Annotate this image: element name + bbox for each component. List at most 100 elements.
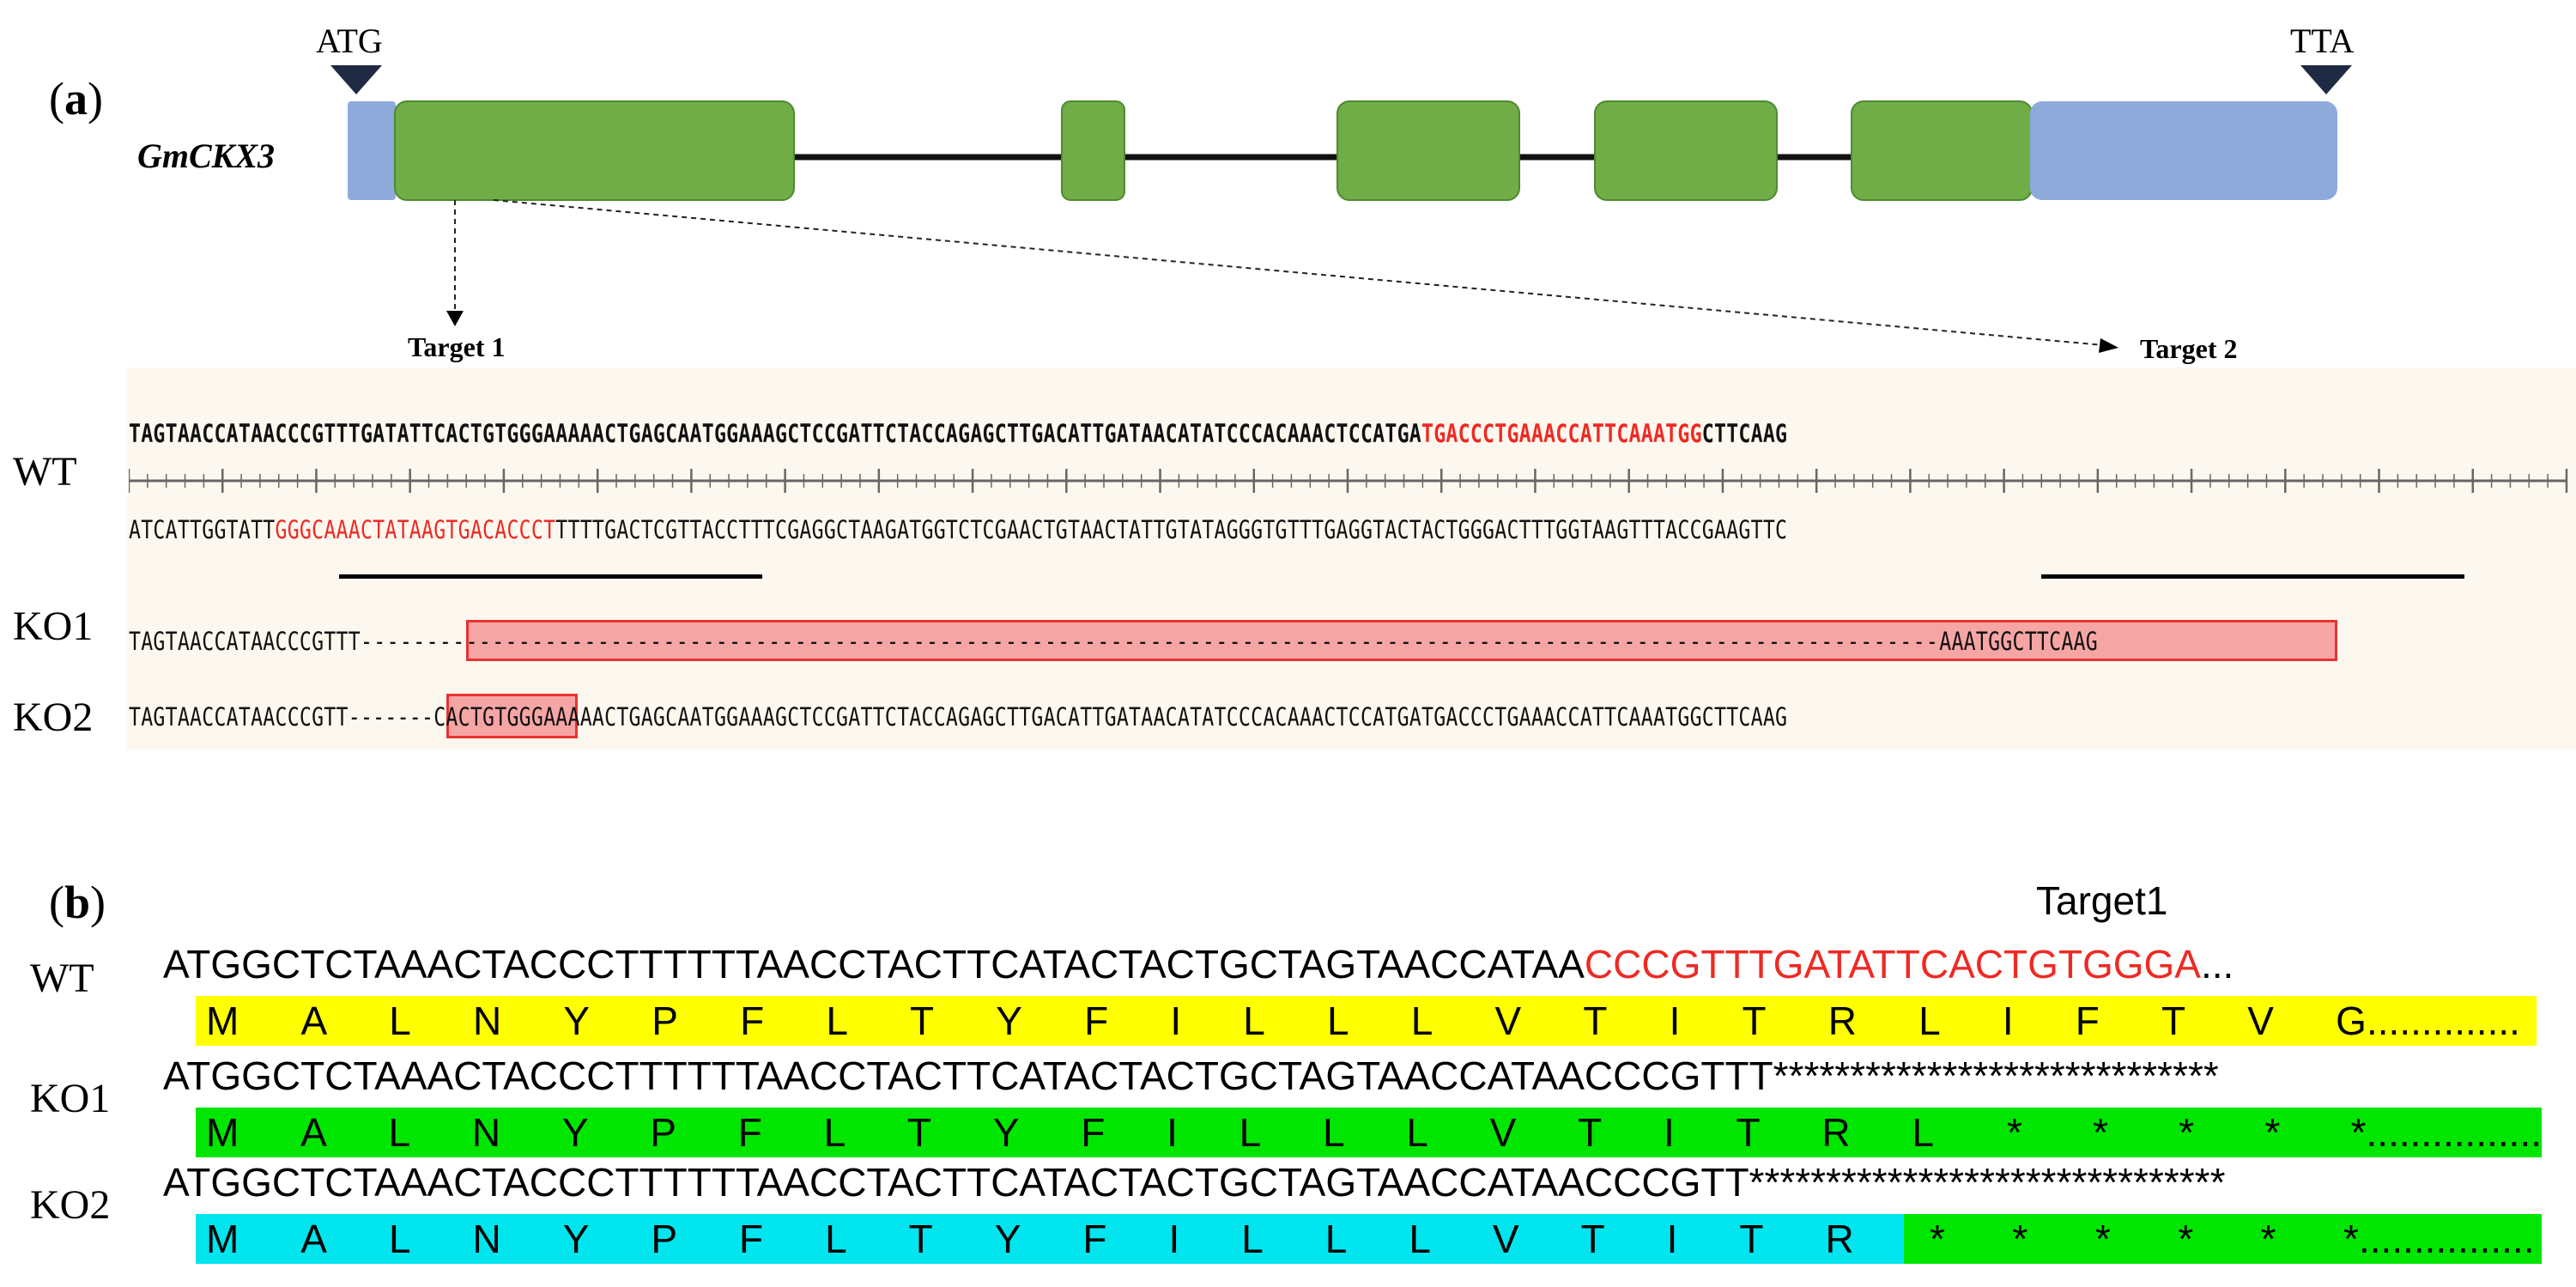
wt-dna-sequence-b: ATGGCTCTAAACTACCCTTTTTTAACCTACTTCATACTAC… — [163, 941, 2234, 987]
wt-amino-acid: L — [826, 999, 848, 1043]
ko1-amino-acid: Y — [561, 1110, 589, 1155]
wt-top-strand: TAGTAACCATAACCCGTTTGATATTCACTGTGGGAAAAAC… — [129, 419, 1787, 448]
ko1-amino-acid: Y — [992, 1110, 1020, 1155]
wt-amino-acid: L — [1243, 999, 1265, 1043]
ko1-amino-acid: L — [1912, 1110, 1934, 1155]
ko2-amino-acid: I — [1168, 1217, 1180, 1261]
ko2-dna-sequence-b: ATGGCTCTAAACTACCCTTTTTTAACCTACTTCATACTAC… — [163, 1160, 2226, 1205]
wt-bottom-strand: ATCATTGGTATTGGGCAAACTATAAGTGACACCCTTTTTG… — [129, 515, 1787, 544]
ko2-amino-acid: F — [1082, 1217, 1107, 1261]
tta-marker-icon — [2300, 65, 2352, 94]
ko1-sequence: TAGTAACCATAACCCGTTT---------------------… — [129, 627, 2098, 656]
ko1-stop-mark: * — [2264, 1110, 2281, 1155]
wt-amino-acid: V — [1494, 999, 1522, 1043]
wt-amino-acid: M — [206, 999, 239, 1043]
ko1-aa-tail: ................ — [2366, 1110, 2542, 1155]
ko1-dna-sequence-b: ATGGCTCTAAACTACCCTTTTTTAACCTACTTCATACTAC… — [163, 1053, 2219, 1098]
wt-seq-target: CCCGTTTGATATTCACTGTGGGA — [1584, 942, 2201, 986]
wt-amino-acid: T — [1742, 999, 1767, 1043]
ko2-deletion: ------- — [348, 702, 434, 732]
gene-structure-diagram — [330, 65, 2352, 353]
ko1-amino-acid: L — [1239, 1110, 1262, 1155]
ko2-label-a: KO2 — [13, 695, 94, 740]
start-codon-label: ATG — [316, 21, 383, 60]
target1-label: Target 1 — [408, 331, 506, 362]
ko2-stop-mark: * — [2343, 1217, 2359, 1261]
ko1-stop-mark: * — [2006, 1110, 2022, 1155]
ko2-aa-tail: ................ — [2359, 1217, 2535, 1261]
ko2-amino-acid: T — [1580, 1217, 1605, 1261]
ko2-amino-acid: N — [472, 1217, 501, 1261]
ko1-amino-acid: I — [1663, 1110, 1675, 1155]
ko2-amino-acid: M — [206, 1217, 239, 1261]
sequence-background — [127, 367, 2576, 750]
wt-aa-tail: .............. — [2367, 999, 2520, 1043]
ko2-amino-acid: A — [300, 1217, 327, 1261]
wt-amino-acid: G — [2336, 999, 2367, 1043]
ko2-stop-mark: * — [2260, 1217, 2276, 1261]
ko1-stop-mark: * — [2350, 1110, 2367, 1155]
target2-arrow-line — [493, 199, 2104, 346]
wt-amino-acid: L — [389, 999, 411, 1043]
ko2-amino-acid: F — [739, 1217, 764, 1261]
ko1-amino-acid: V — [1489, 1110, 1517, 1155]
ko1-label-b: KO1 — [30, 1076, 111, 1121]
target2-label: Target 2 — [2140, 333, 2238, 364]
wt-seq-black: ATGGCTCTAAACTACCCTTTTTTAACCTACTTCATACTAC… — [163, 942, 1585, 986]
gene-name-label: GmCKX3 — [137, 137, 276, 175]
wt-amino-acid: I — [2002, 999, 2014, 1043]
wt-bottom-target1: GGGCAAACTATAAGTGACACCCT — [275, 515, 556, 544]
wt-amino-acid: L — [1918, 999, 1941, 1043]
ko2-amino-acid: L — [1241, 1217, 1264, 1261]
ko2-amino-acid: L — [388, 1217, 411, 1261]
wt-top-target2: TGACCCTGAAACCATTCAAATGG — [1421, 419, 1702, 448]
ko1-amino-acid: M — [206, 1110, 239, 1155]
wt-top-post: CTTCAAG — [1701, 419, 1788, 448]
ko2-stop-mark: * — [2178, 1217, 2194, 1261]
exon-3 — [1336, 100, 1520, 201]
ko1-amino-acid: L — [1322, 1110, 1345, 1155]
wt-amino-acid: L — [1327, 999, 1349, 1043]
wt-amino-acid: Y — [996, 999, 1022, 1043]
ko2-amino-acid: T — [908, 1217, 933, 1261]
panel-b-letter: b — [64, 877, 91, 928]
wt-label-a: WT — [13, 449, 77, 495]
ko1-stop-mark: * — [2179, 1110, 2195, 1155]
ko1-deletion-box — [466, 620, 2337, 661]
wt-amino-acid: Y — [563, 999, 591, 1043]
ko2-amino-acid: L — [1409, 1217, 1431, 1261]
ko2-amino-acid: T — [1739, 1217, 1764, 1261]
wt-amino-acid: R — [1827, 999, 1857, 1043]
ko2-label-b: KO2 — [30, 1182, 111, 1228]
ko1-amino-acid: F — [1081, 1110, 1106, 1155]
ko1-amino-acid: R — [1821, 1110, 1851, 1155]
ko1-amino-acid: A — [300, 1110, 327, 1155]
ko2-amino-acid: P — [651, 1217, 678, 1261]
ko1-amino-acid: T — [1578, 1110, 1603, 1155]
wt-amino-acid: F — [2075, 999, 2100, 1043]
target1-arrowhead-icon — [446, 311, 464, 326]
wt-amino-acid: I — [1170, 999, 1182, 1043]
ko2-amino-acid: V — [1492, 1217, 1519, 1261]
atg-marker-icon — [330, 65, 382, 94]
target2-arrowhead-icon — [2099, 338, 2118, 353]
exon-4 — [1594, 100, 1778, 201]
ko1-amino-acid: L — [1406, 1110, 1428, 1155]
ko2-stop-list: ****** — [1930, 1216, 2359, 1262]
wt-amino-acid: T — [2161, 999, 2186, 1043]
wt-amino-acid: F — [740, 999, 765, 1043]
stop-codon-label: TTA — [2290, 21, 2355, 60]
wt-bottom-pre: ATCATTGGTATT — [129, 515, 276, 544]
ko1-amino-acid: P — [650, 1110, 676, 1155]
target1-underline — [339, 574, 762, 579]
ko2-amino-acid: L — [1324, 1217, 1348, 1261]
exon-2 — [1061, 100, 1125, 201]
utr-3-block — [2030, 101, 2337, 200]
ko2-post: CACTGTGGGAAAAACTGAGCAATGGAAAGCTCCGATTCTA… — [433, 702, 1788, 732]
wt-label-b: WT — [30, 956, 94, 1001]
